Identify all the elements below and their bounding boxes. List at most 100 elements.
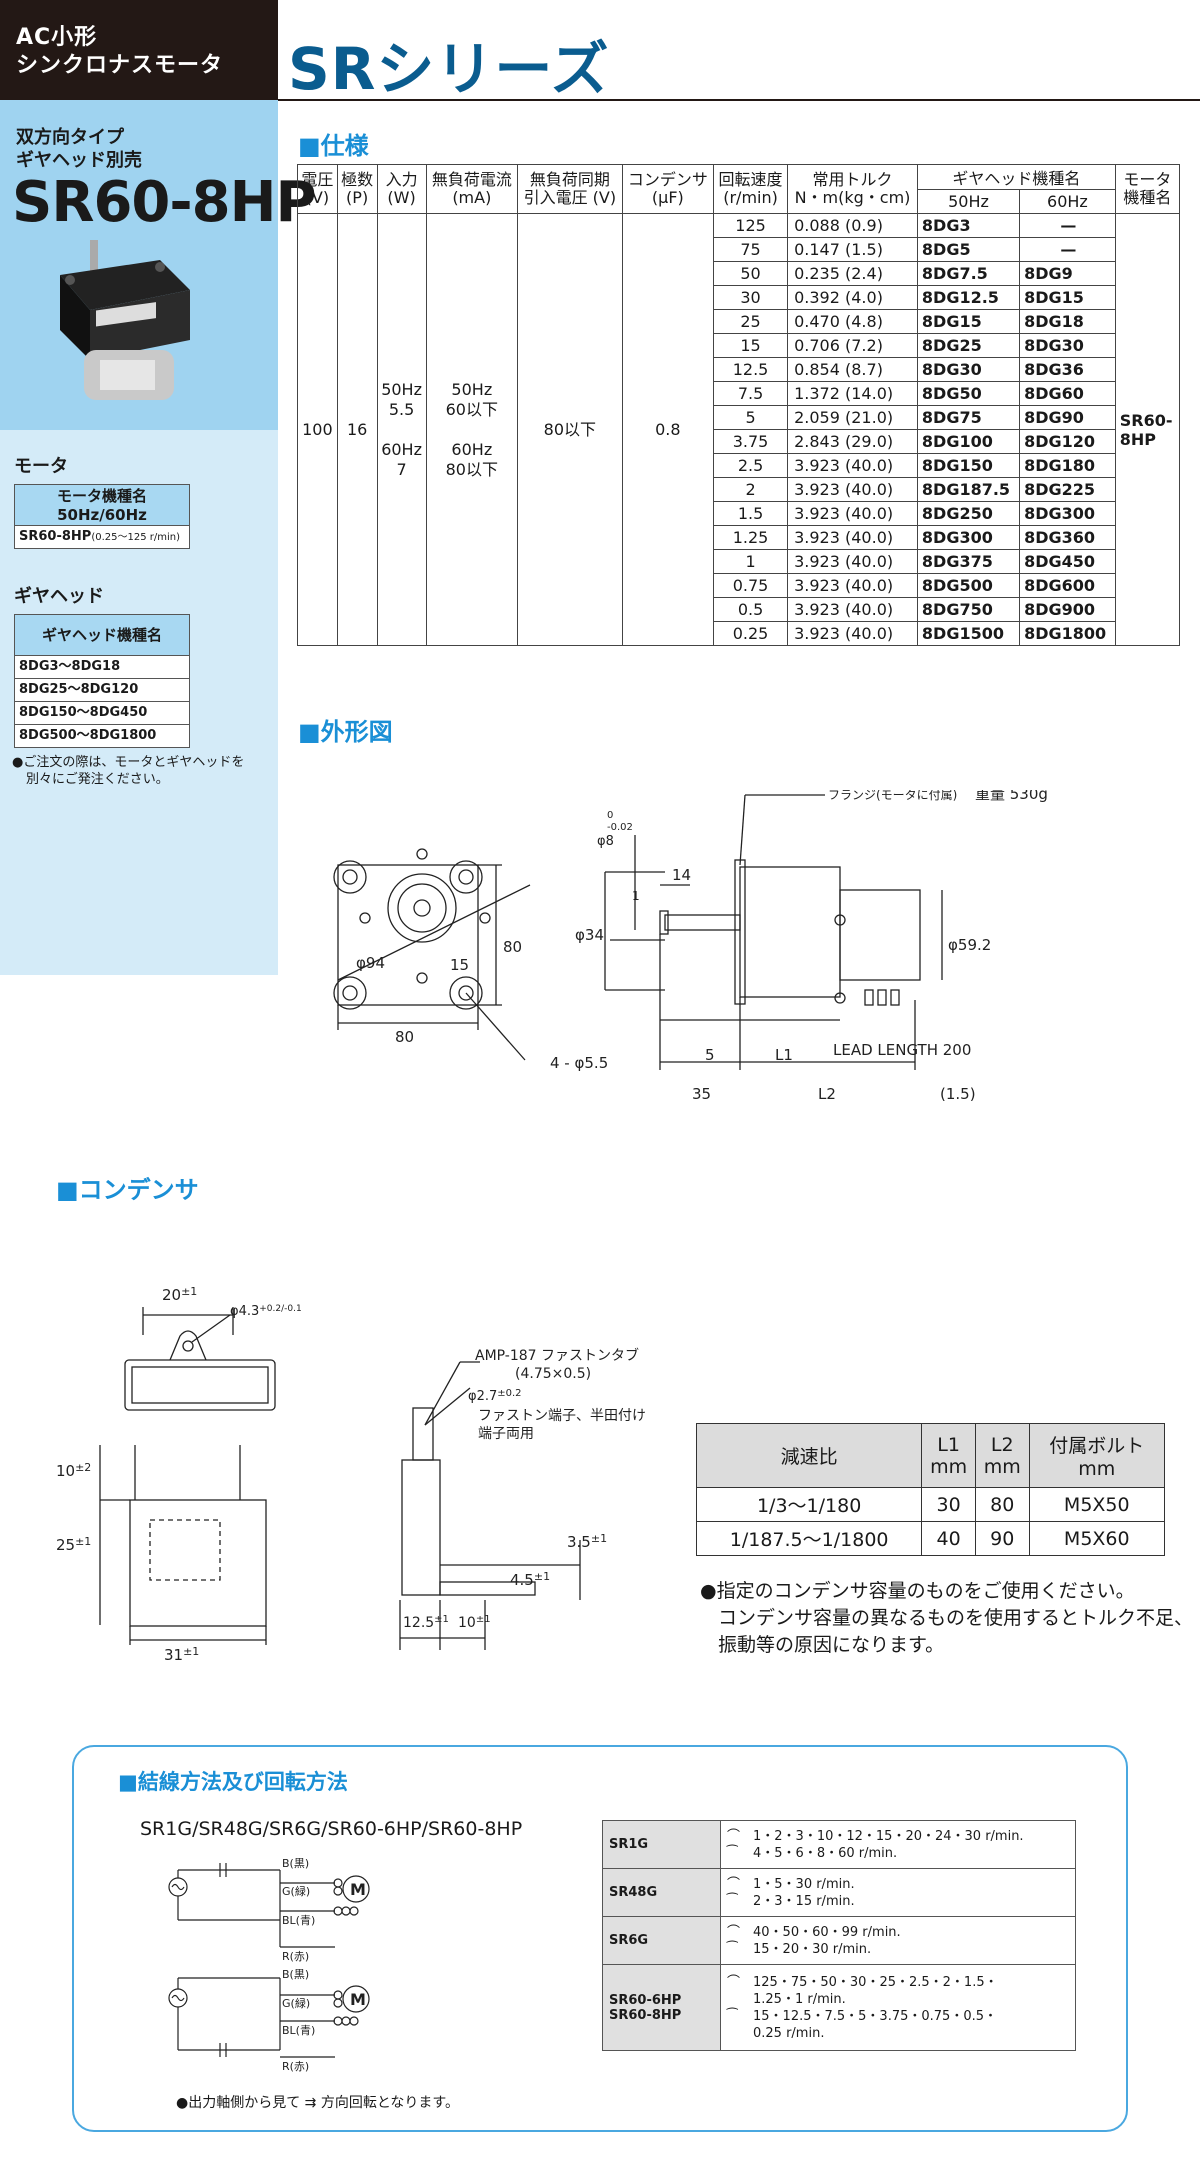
cw-arrow-icon: ⌒ bbox=[727, 1924, 741, 1940]
rotation-cw: 1・2・3・10・12・15・20・24・30 r/min. bbox=[753, 1828, 1024, 1844]
cw-arrow-icon: ⌒ bbox=[727, 1974, 741, 1990]
wire-b-label: B(黒) bbox=[282, 1857, 309, 1870]
pin-dim: φ2.7±0.2 bbox=[468, 1388, 522, 1404]
cell-g60: 8DG225 bbox=[1019, 477, 1116, 502]
col-50hz: 50Hz bbox=[916, 189, 1021, 214]
cell-torque: 3.923 (40.0) bbox=[787, 453, 918, 478]
ratio-cell: 80 bbox=[974, 1487, 1030, 1522]
wire-bl-label: BL(青) bbox=[282, 2024, 315, 2037]
category-line2: シンクロナスモータ bbox=[16, 53, 224, 78]
ccw-arrow-icon: ⁀ bbox=[727, 2008, 738, 2024]
cell-g60: 8DG36 bbox=[1019, 357, 1116, 382]
cell-g50: 8DG750 bbox=[916, 597, 1021, 622]
cell-speed: 50 bbox=[712, 261, 789, 286]
cell-speed: 75 bbox=[712, 237, 789, 262]
motor-symbol: M bbox=[350, 1990, 366, 2009]
cell-g60: 8DG9 bbox=[1019, 261, 1116, 286]
cell-g50: 8DG30 bbox=[916, 357, 1021, 382]
cap-note-line3: 振動等の原因になります。 bbox=[718, 1634, 945, 1656]
cap-dim-10b: 10±1 bbox=[458, 1614, 491, 1631]
cell-g60: 8DG120 bbox=[1019, 429, 1116, 454]
cell-g50: 8DG187.5 bbox=[916, 477, 1021, 502]
cap-dim-10: 10±2 bbox=[56, 1461, 91, 1480]
motor-table-header: モータ機種名 50Hz/60Hz bbox=[14, 484, 190, 526]
cell-g50: 8DG7.5 bbox=[916, 261, 1021, 286]
cap-hole: φ4.3+0.2/-0.1 bbox=[230, 1304, 302, 1319]
cell-torque: 0.854 (8.7) bbox=[787, 357, 918, 382]
wiring-heading: ■結線方法及び回転方法 bbox=[118, 1770, 348, 1794]
cell-speed: 0.5 bbox=[712, 597, 789, 622]
cell-g60: 8DG450 bbox=[1019, 549, 1116, 574]
cell-speed: 15 bbox=[712, 333, 789, 358]
ratio-col: 減速比 bbox=[695, 1423, 923, 1488]
cell-g60: 8DG15 bbox=[1019, 285, 1116, 310]
rotation-model: SR6G bbox=[602, 1916, 721, 1965]
dim-l2: L2 bbox=[818, 1085, 836, 1103]
front-view-body bbox=[337, 864, 479, 1006]
motor-photo bbox=[60, 240, 190, 400]
cell-speed: 1.25 bbox=[712, 525, 789, 550]
cell-motor: SR60- 8HP bbox=[1114, 213, 1181, 646]
motor-heading: モータ bbox=[14, 456, 68, 477]
ccw-arrow-icon: ⁀ bbox=[727, 1893, 738, 1909]
rotation-ccw: 15・20・30 r/min. bbox=[753, 1941, 872, 1957]
cell-torque: 3.923 (40.0) bbox=[787, 621, 918, 646]
wire-bl-label: BL(青) bbox=[282, 1914, 315, 1927]
type-line1: 双方向タイプ bbox=[16, 127, 124, 148]
order-note: ●ご注文の際は、モータとギヤヘッドを 別々にご発注ください。 bbox=[12, 754, 244, 788]
dim-59: φ59.2 bbox=[948, 936, 991, 954]
dim-l1: L1 bbox=[775, 1046, 793, 1064]
motor-row-range: (0.25～125 r/min) bbox=[91, 532, 180, 543]
cell-g60: 8DG300 bbox=[1019, 501, 1116, 526]
cell-torque: 2.059 (21.0) bbox=[787, 405, 918, 430]
motor-table-row: SR60-8HP(0.25～125 r/min) bbox=[14, 525, 190, 549]
ratio-cell: M5X50 bbox=[1028, 1487, 1166, 1522]
cap-dim-4-5: 4.5±1 bbox=[510, 1570, 550, 1589]
col-60hz: 60Hz bbox=[1019, 189, 1116, 214]
lead-length-label: LEAD LENGTH 200 bbox=[833, 1041, 971, 1059]
ccw-arrow-icon: ⁀ bbox=[727, 1845, 738, 1861]
series-title: SRシリーズ bbox=[288, 35, 610, 103]
rotation-table: SR1G⌒1・2・3・10・12・15・20・24・30 r/min.⁀4・5・… bbox=[602, 1820, 1076, 2051]
dim-shaft-tol-top: 0 bbox=[607, 810, 613, 821]
rotation-speeds: ⌒ 40・50・60・99 r/min. ⁀ 15・20・30 r/min. bbox=[720, 1916, 1076, 1965]
cell-torque: 3.923 (40.0) bbox=[787, 549, 918, 574]
col-current: 無負荷電流 (mA) bbox=[425, 164, 518, 214]
category-label: AC小形 シンクロナスモータ bbox=[0, 0, 278, 100]
flange-label: フランジ(モータに付属) bbox=[828, 790, 957, 802]
cell-g60: 8DG1800 bbox=[1019, 621, 1116, 646]
col-torque: 常用トルク N・m(kg・cm) bbox=[787, 164, 918, 214]
cell-g50: 8DG250 bbox=[916, 501, 1021, 526]
table-row: 1/3～1/180 30 80 M5X50 bbox=[695, 1487, 1166, 1522]
amp-size: (4.75×0.5) bbox=[515, 1366, 591, 1382]
cell-g50: 8DG25 bbox=[916, 333, 1021, 358]
cap-dim-31: 31±1 bbox=[164, 1645, 199, 1660]
cap-note-line1: ●指定のコンデンサ容量のものをご使用ください。 bbox=[700, 1580, 1135, 1602]
cell-g50: 8DG75 bbox=[916, 405, 1021, 430]
rotation-speeds: ⌒1・2・3・10・12・15・20・24・30 r/min.⁀4・5・6・8・… bbox=[720, 1820, 1076, 1869]
dim-15: 15 bbox=[450, 956, 469, 974]
type-label: 双方向タイプ ギヤヘッド別売 bbox=[16, 126, 142, 172]
col-pullin: 無負荷同期 引入電圧 (V) bbox=[516, 164, 623, 214]
cell-torque: 3.923 (40.0) bbox=[787, 525, 918, 550]
dim-1-5: (1.5) bbox=[940, 1085, 976, 1103]
capacitor-note: ●指定のコンデンサ容量のものをご使用ください。 コンデンサ容量の異なるものを使用… bbox=[700, 1578, 1193, 1659]
cell-g60: — bbox=[1019, 213, 1116, 238]
cell-g50: 8DG15 bbox=[916, 309, 1021, 334]
ratio-header-row: 減速比 L1 mm L2 mm 付属ボルト mm bbox=[695, 1423, 1166, 1488]
cell-capacitor: 0.8 bbox=[621, 213, 715, 646]
rotation-model: SR1G bbox=[602, 1820, 721, 1869]
rotation-cw: 125・75・50・30・25・2.5・2・1.5・ 1.25・1 r/min. bbox=[753, 1974, 998, 2007]
cell-speed: 0.25 bbox=[712, 621, 789, 646]
wiring-models: SR1G/SR48G/SR6G/SR60-6HP/SR60-8HP bbox=[140, 1818, 523, 1840]
cell-torque: 2.843 (29.0) bbox=[787, 429, 918, 454]
ccw-arrow-icon: ⁀ bbox=[727, 1941, 738, 1957]
cell-torque: 0.088 (0.9) bbox=[787, 213, 918, 238]
rotation-cw: 40・50・60・99 r/min. bbox=[753, 1924, 901, 1940]
type-line2: ギヤヘッド別売 bbox=[16, 150, 142, 171]
